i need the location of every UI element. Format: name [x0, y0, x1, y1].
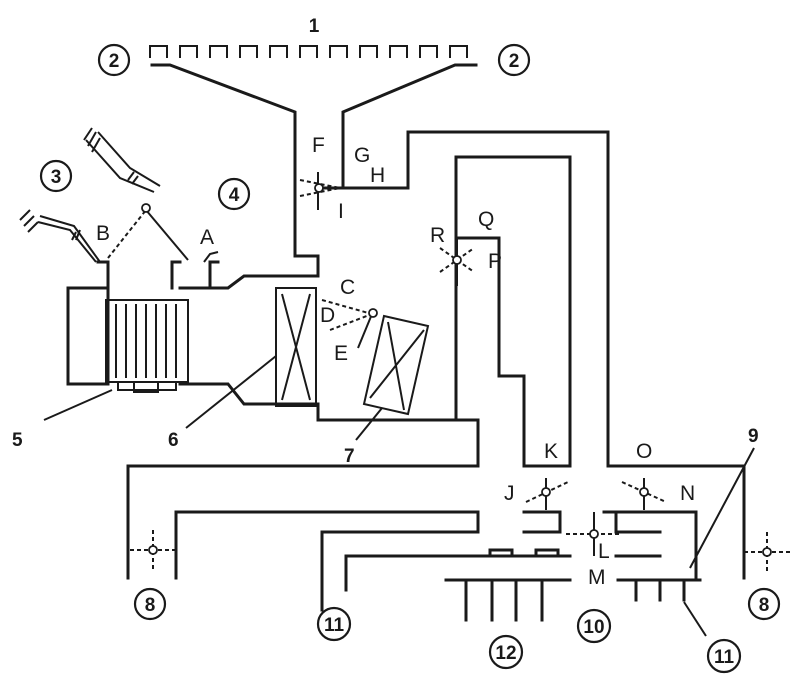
callout-8-right: 8: [747, 587, 781, 621]
callout-8-left: 8: [133, 587, 167, 621]
svg-text:10: 10: [583, 617, 604, 638]
label-k: K: [544, 440, 558, 463]
svg-text:2: 2: [509, 51, 520, 72]
callout-10: 10: [576, 608, 612, 644]
windshield-outlet-grille: [149, 45, 468, 58]
vent-door: [439, 238, 475, 286]
svg-text:4: 4: [229, 185, 240, 206]
callout-4: 4: [217, 177, 251, 211]
recirc-air-intake: [83, 127, 219, 263]
door-l: [566, 512, 622, 556]
blower-housing: [66, 260, 480, 468]
label-l: L: [598, 540, 610, 563]
svg-text:11: 11: [714, 647, 735, 668]
evaporator-core: [275, 287, 317, 407]
label-7: 7: [344, 446, 355, 467]
right-side-vent-door: [744, 532, 790, 572]
label-r: R: [430, 224, 445, 247]
svg-text:2: 2: [109, 51, 120, 72]
callout-12: 12: [488, 634, 524, 670]
blower-fan: [105, 299, 189, 393]
label-o: O: [636, 440, 652, 463]
svg-text:3: 3: [51, 167, 62, 188]
label-a: A: [200, 226, 214, 249]
label-n: N: [680, 482, 695, 505]
label-q: Q: [478, 208, 494, 231]
callout-2-left: 2: [97, 43, 131, 77]
defrost-door: [299, 172, 341, 210]
callout-2-right: 2: [497, 43, 531, 77]
door-n: [621, 478, 667, 510]
callout-11-left: 11: [316, 606, 352, 642]
right-side-outlets: [634, 578, 686, 602]
label-f: F: [312, 134, 325, 157]
rear-foot-outlets: [464, 578, 544, 622]
svg-text:8: 8: [145, 595, 156, 616]
door-j: [525, 478, 569, 510]
label-i: I: [338, 200, 344, 223]
label-1: 1: [309, 16, 320, 37]
left-side-vent-door: [130, 530, 176, 570]
fresh-air-intake: [19, 209, 101, 263]
svg-text:11: 11: [324, 615, 345, 636]
svg-text:12: 12: [495, 643, 516, 664]
label-d: D: [320, 304, 335, 327]
lower-distribution-duct: [126, 464, 702, 612]
intake-door: [107, 203, 189, 261]
callout-11-right: 11: [706, 638, 742, 674]
air-mix-door: [321, 299, 378, 349]
label-g: G: [354, 144, 370, 167]
defrost-duct: [150, 63, 478, 278]
heater-core: [362, 314, 430, 416]
label-p: P: [488, 250, 502, 273]
label-b: B: [96, 222, 110, 245]
leader-lines: [43, 355, 755, 637]
label-j: J: [504, 482, 515, 505]
label-9: 9: [748, 426, 759, 447]
callout-3: 3: [39, 159, 73, 193]
label-6: 6: [168, 430, 179, 451]
label-e: E: [334, 342, 348, 365]
vent-duct: [454, 155, 572, 468]
label-h: H: [370, 164, 385, 187]
label-c: C: [340, 276, 355, 299]
label-5: 5: [12, 430, 23, 451]
svg-text:8: 8: [759, 595, 770, 616]
label-m: M: [588, 566, 606, 589]
